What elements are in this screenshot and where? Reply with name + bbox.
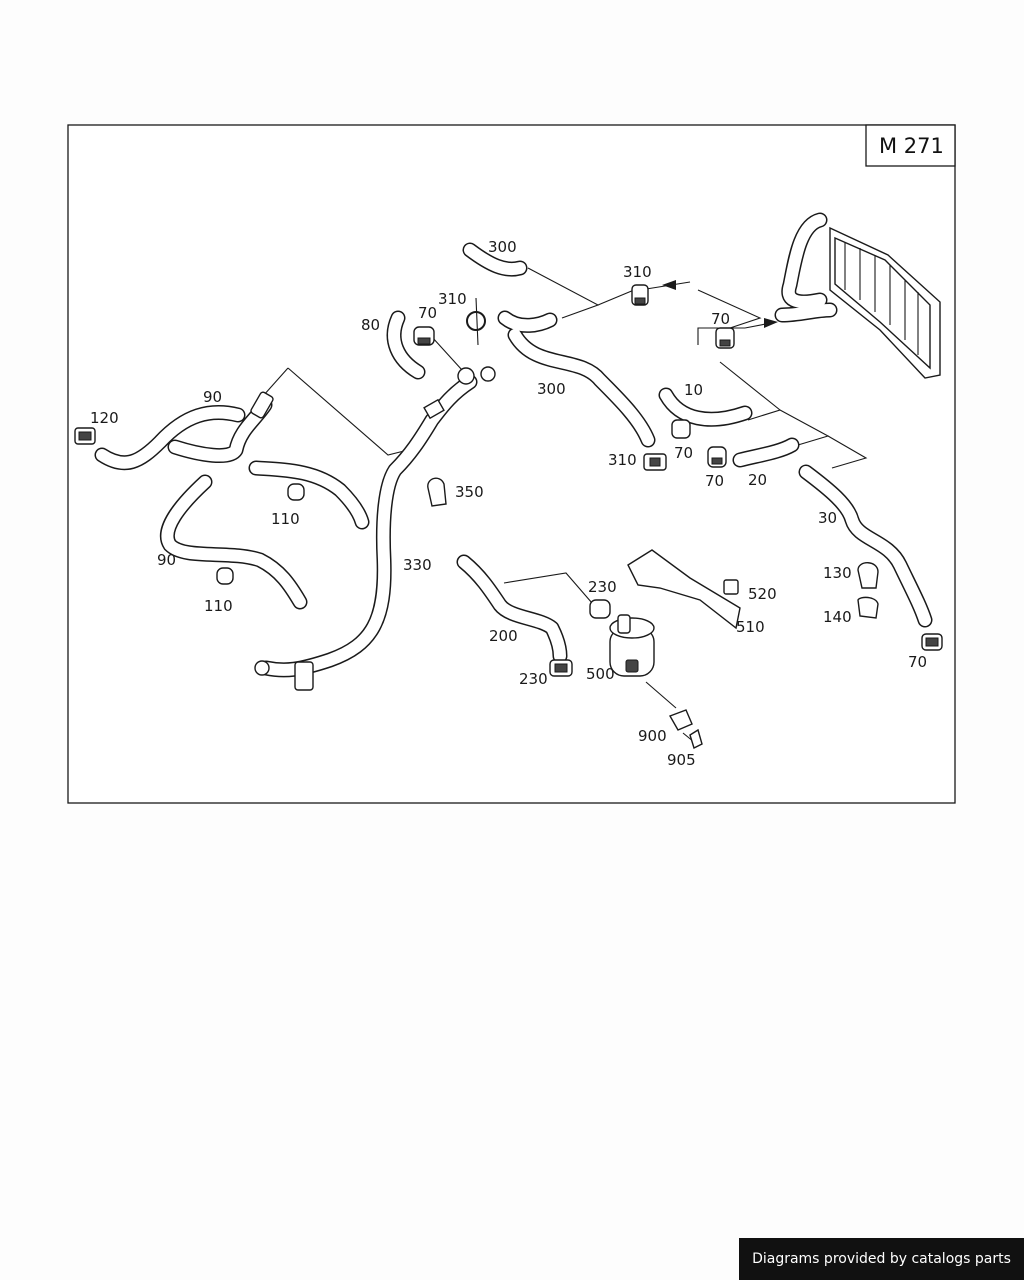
callout-20: 20 — [748, 471, 767, 489]
callout-500: 500 — [586, 665, 615, 683]
clamp-140 — [857, 596, 879, 619]
callout-520: 520 — [748, 585, 777, 603]
oring-310 — [466, 311, 486, 331]
callout-900: 900 — [638, 727, 667, 745]
callout-90-upper: 90 — [203, 388, 222, 406]
callout-905: 905 — [667, 751, 696, 769]
callout-130: 130 — [823, 564, 852, 582]
callout-10: 10 — [684, 381, 703, 399]
callout-230-lower: 230 — [519, 670, 548, 688]
callout-300-lower: 300 — [537, 380, 566, 398]
callout-230-upper: 230 — [588, 578, 617, 596]
fitting-tee — [423, 366, 496, 420]
hose-80 — [386, 310, 426, 380]
clamp-310-a — [631, 284, 649, 306]
arrow-left-icon — [662, 280, 676, 290]
hose-90-upper — [94, 397, 370, 530]
callout-70-a: 70 — [418, 304, 437, 322]
arrow-right-icon — [764, 318, 778, 328]
callout-70-b: 70 — [711, 310, 730, 328]
hose-20 — [732, 437, 800, 468]
callout-110-lower: 110 — [204, 597, 233, 615]
hose-90-lower — [159, 474, 308, 610]
callout-310-a: 310 — [623, 263, 652, 281]
credit-banner: Diagrams provided by catalogs parts — [739, 1238, 1024, 1280]
clamp-70-e — [921, 633, 943, 651]
clamp-70-c — [671, 419, 691, 439]
hose-10 — [658, 387, 753, 427]
clamp-110-b — [216, 567, 234, 585]
engine-code: M 271 — [879, 134, 944, 158]
bracket-330 — [254, 660, 314, 691]
callout-80: 80 — [361, 316, 380, 334]
code-box — [865, 124, 956, 167]
callout-70-d: 70 — [705, 472, 724, 490]
heater-core — [829, 226, 941, 379]
clamp-130 — [857, 562, 879, 589]
callout-310-b: 310 — [438, 290, 467, 308]
hose-200 — [456, 554, 568, 664]
hose-heater-feed — [774, 212, 838, 323]
hose-300-lower — [497, 310, 656, 448]
connector-900 — [668, 709, 693, 731]
callout-120: 120 — [90, 409, 119, 427]
clamp-70-a — [413, 326, 435, 346]
connector-120 — [74, 427, 96, 445]
callout-350: 350 — [455, 483, 484, 501]
clamp-310-b — [643, 453, 667, 471]
connector-905 — [689, 728, 703, 749]
callout-300-upper: 300 — [488, 238, 517, 256]
callout-labels: 300 310 310 70 80 70 90 120 300 10 310 7… — [90, 238, 927, 769]
clamp-230-a — [589, 599, 611, 619]
callout-330: 330 — [403, 556, 432, 574]
callout-110-upper: 110 — [271, 510, 300, 528]
hose-30 — [798, 464, 933, 628]
callout-510: 510 — [736, 618, 765, 636]
callout-90-lower: 90 — [157, 551, 176, 569]
callout-140: 140 — [823, 608, 852, 626]
connector-90 — [250, 391, 274, 419]
clamp-70-b — [715, 327, 735, 349]
clamp-230-b — [549, 659, 573, 677]
clamp-350 — [427, 477, 447, 507]
clip-520 — [723, 579, 739, 595]
callout-70-e: 70 — [908, 653, 927, 671]
callout-200: 200 — [489, 627, 518, 645]
clamp-70-d — [707, 446, 727, 468]
water-pump-500 — [609, 614, 655, 677]
callout-70-c: 70 — [674, 444, 693, 462]
hose-300-upper — [462, 242, 528, 277]
clamp-110-a — [287, 483, 305, 501]
callout-310-c: 310 — [608, 451, 637, 469]
hose-330 — [258, 374, 478, 678]
callout-30: 30 — [818, 509, 837, 527]
bracket-510 — [627, 549, 741, 630]
